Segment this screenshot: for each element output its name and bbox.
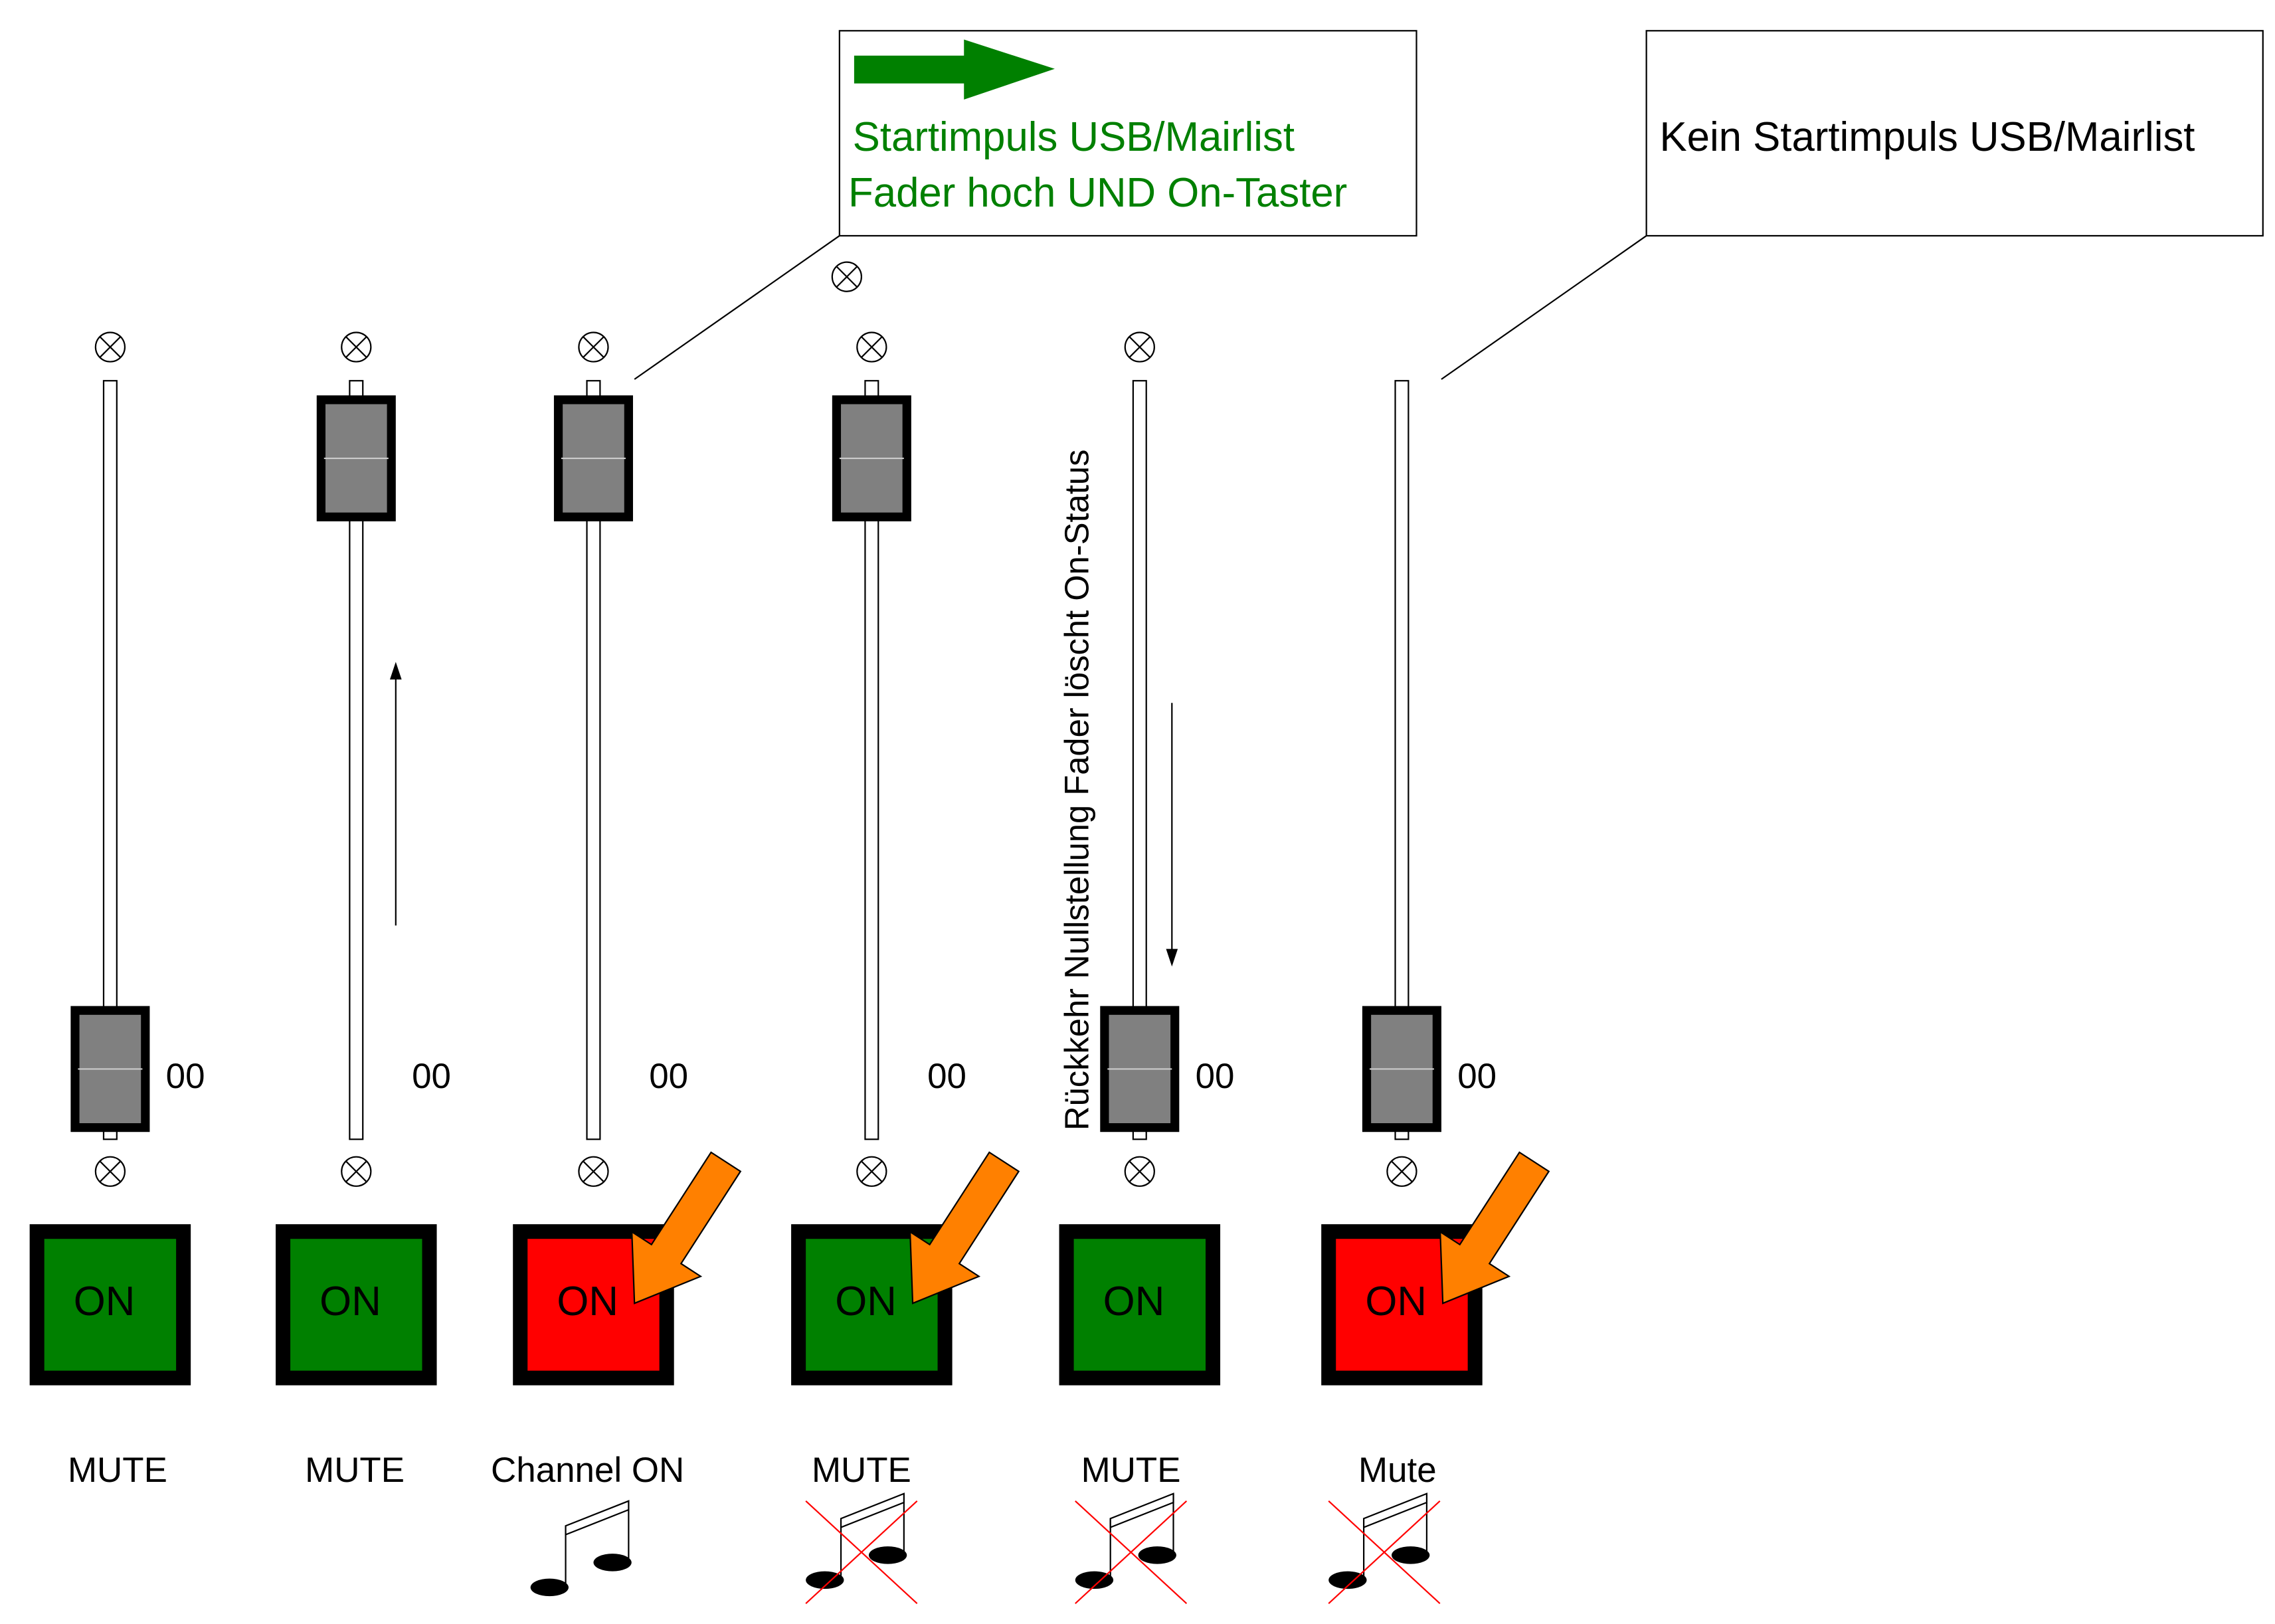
fader-knob [316, 395, 396, 521]
vertical-note: Rückkehr Nullstellung Fader löscht On-St… [1058, 450, 1096, 1130]
fader-knob [832, 395, 911, 521]
arrowhead-up-icon [390, 662, 402, 679]
fader-rail [864, 380, 879, 1140]
pot-marker-top [578, 331, 609, 363]
fader-rail [1394, 380, 1410, 1140]
fader-rail [102, 380, 118, 1140]
fader-knob [1100, 1006, 1180, 1132]
level-readout: 00 [1196, 1057, 1235, 1096]
pot-marker-extra [831, 261, 863, 292]
start-impulse-callout: Startimpuls USB/Mairlist Fader hoch UND … [634, 30, 1417, 380]
music-note-icon [530, 1500, 632, 1597]
pot-marker-top [341, 331, 372, 363]
pot-marker-bottom [341, 1156, 372, 1187]
pot-marker-bottom [94, 1156, 126, 1187]
on-button-label: ON [319, 1279, 381, 1324]
status-label: MUTE [305, 1451, 405, 1490]
press-pointer-arrow [909, 1151, 1020, 1305]
on-button: ON [791, 1224, 953, 1386]
fader-knob [70, 1006, 150, 1132]
level-readout: 00 [649, 1057, 688, 1096]
start-callout-leader [634, 235, 840, 380]
on-button-label: ON [74, 1279, 136, 1324]
on-button-label: ON [557, 1279, 618, 1324]
level-readout: 00 [1457, 1057, 1497, 1096]
on-button: ON [276, 1224, 437, 1386]
pot-marker-bottom [1124, 1156, 1155, 1187]
fader-rail [349, 380, 364, 1140]
arrowhead-down-icon [1166, 948, 1178, 967]
pot-marker-top [94, 331, 126, 363]
status-label: MUTE [812, 1451, 911, 1490]
start-callout-line2: Fader hoch UND On-Taster [848, 170, 1347, 216]
green-arrow-icon [854, 39, 1055, 100]
music-note-muted-icon [1075, 1492, 1188, 1604]
nostart-callout-leader [1441, 235, 1647, 380]
nostart-callout-text: Kein Startimpuls USB/Mairlist [1659, 114, 2195, 160]
pot-marker-bottom [1386, 1156, 1417, 1187]
on-button: ON [1059, 1224, 1221, 1386]
fader-rail [1132, 380, 1147, 1140]
level-readout: 00 [166, 1057, 205, 1096]
music-note-muted-icon [1328, 1492, 1441, 1604]
pot-marker-bottom [578, 1156, 609, 1187]
start-callout-line1: Startimpuls USB/Mairlist [853, 114, 1295, 160]
on-button-label: ON [1103, 1279, 1165, 1324]
cross-line [1075, 1500, 1188, 1604]
pot-marker-top [1124, 331, 1155, 363]
on-button-label: ON [1365, 1279, 1427, 1324]
no-start-impulse-callout: Kein Startimpuls USB/Mairlist [1441, 30, 2264, 380]
level-readout: 00 [927, 1057, 966, 1096]
cross-line [1328, 1500, 1441, 1604]
on-button: ON [513, 1224, 674, 1386]
pot-marker-top [856, 331, 887, 363]
status-label: MUTE [1081, 1451, 1181, 1490]
fader-knob [1362, 1006, 1441, 1132]
music-note-muted-icon [805, 1492, 918, 1604]
status-label: Mute [1358, 1451, 1437, 1490]
status-label: MUTE [68, 1451, 167, 1490]
nostart-callout-box [1645, 30, 2264, 237]
fader-knob [553, 395, 633, 521]
fader-rail [586, 380, 601, 1140]
status-label: Channel ON [491, 1451, 684, 1490]
press-pointer-arrow [1439, 1151, 1550, 1305]
press-pointer-arrow [631, 1151, 742, 1305]
on-button-label: ON [835, 1279, 897, 1324]
level-readout: 00 [412, 1057, 451, 1096]
on-button: ON [29, 1224, 191, 1386]
cross-line [805, 1500, 918, 1604]
pot-marker-bottom [856, 1156, 887, 1187]
